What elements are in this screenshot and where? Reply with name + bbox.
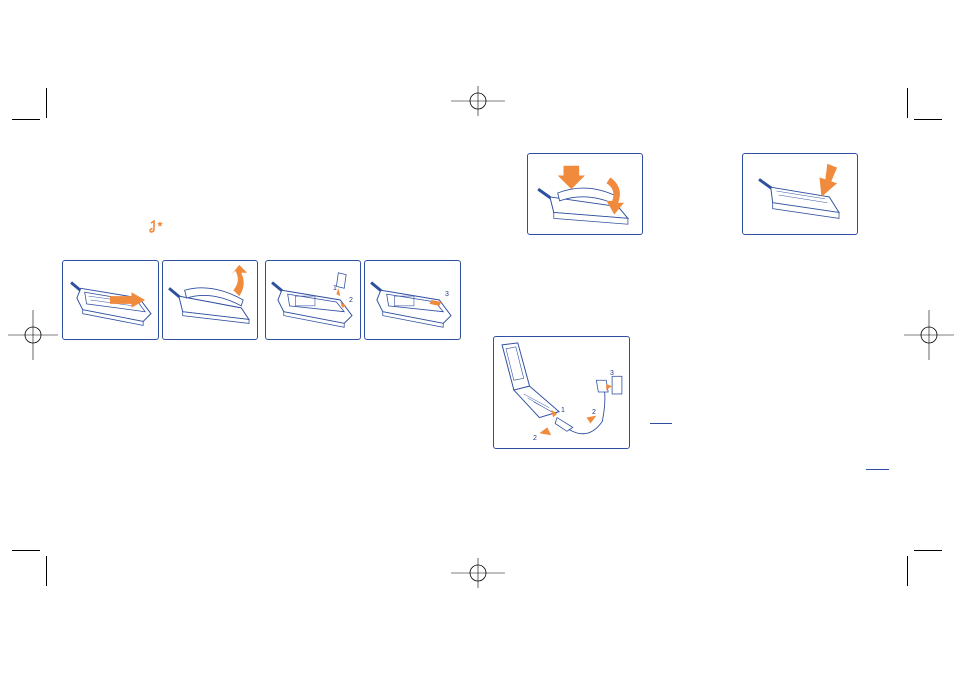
charger-illustration [494,337,629,448]
crop-mark [46,556,47,586]
battery-insert-illustration [528,154,642,234]
sim-insert-illustration [266,261,360,339]
music-note-with-star-icon [148,220,164,234]
rule-line [866,469,889,470]
step-label-1: 1 [561,407,565,414]
crop-mark [12,119,40,120]
step-label-3: 3 [445,291,449,298]
registration-mark-right [904,310,954,360]
step-label-2: 2 [349,297,353,304]
phone-cover-lift-illustration [163,261,257,339]
step-label-2: 2 [592,409,596,416]
sim-lock-illustration [365,261,460,339]
step-panel-lift-cover [162,260,258,340]
arrow-down-icon [820,164,838,197]
cover-close-illustration [743,154,857,234]
step-panel-close-cover [742,153,858,235]
step-panel-slide-cover [62,260,159,340]
step-label-1: 1 [333,285,337,292]
rule-line [650,423,672,424]
step-label-3: 3 [610,370,614,377]
step-panel-lock-sim: 3 [364,260,461,340]
step-panel-connect-charger: 1 2 2 3 [493,336,630,449]
crop-mark [914,119,942,120]
crop-mark [12,550,40,551]
phone-back-illustration [63,261,158,339]
crop-mark [907,88,908,118]
step-panel-insert-sim: 1 2 [265,260,361,340]
crop-mark [46,88,47,118]
step-label-2: 2 [533,435,537,442]
crop-mark [907,556,908,586]
step-panel-insert-battery [527,153,643,235]
crop-mark [914,550,942,551]
registration-mark-top [451,86,505,116]
arrow-down-icon [558,166,585,189]
registration-mark-left [8,310,58,360]
registration-mark-bottom [451,558,505,588]
curved-arrow-icon [231,265,247,296]
